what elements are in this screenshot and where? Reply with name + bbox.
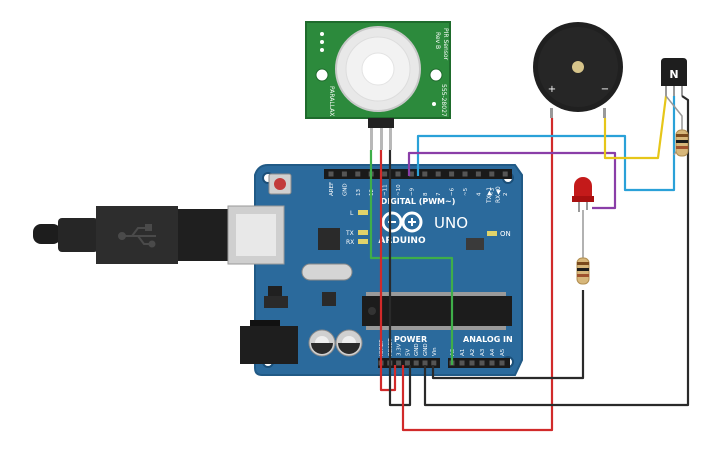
wire-red-pir	[379, 150, 397, 392]
wire-black-pir	[388, 150, 412, 407]
header-pin[interactable]	[462, 171, 468, 177]
pin-label: 2	[503, 193, 509, 197]
header-pin[interactable]	[404, 360, 410, 366]
tx1-label: TX▶1	[486, 187, 493, 204]
header-pin[interactable]	[459, 360, 465, 366]
usb-icon	[118, 224, 156, 248]
wire-black-transistor	[423, 95, 690, 407]
digital-pin-labels: AREF GND 13 12 ~11 ~10 ~9 8 7 ~6 ~5 4 ~3 2	[328, 171, 509, 197]
pin-label: 12	[369, 189, 375, 196]
header-pin[interactable]	[489, 360, 495, 366]
header-pin[interactable]	[479, 360, 485, 366]
on-label: ON	[500, 230, 511, 238]
pir-part-number: 555-28027	[440, 84, 447, 117]
arduino-brand: ARDUINO	[378, 236, 426, 246]
pin-label: ~3	[490, 187, 496, 196]
header-pin[interactable]	[431, 360, 437, 366]
piezo-buzzer: + −	[533, 22, 623, 118]
header-pin[interactable]	[499, 360, 505, 366]
header-pin[interactable]	[449, 171, 455, 177]
tx-label: TX	[345, 230, 354, 237]
digital-header-label: DIGITAL (PWM~)	[381, 197, 456, 206]
pin-label: GND	[414, 343, 420, 356]
header-pin[interactable]	[502, 171, 508, 177]
pin-label: ~10	[396, 184, 402, 196]
wire-black-led	[431, 290, 585, 380]
pin-label: AREF	[329, 182, 335, 196]
analog-in-label: ANALOG IN	[463, 335, 513, 344]
header-pin[interactable]	[422, 360, 428, 366]
header-pin[interactable]	[355, 171, 361, 177]
uno-label: UNO	[434, 214, 468, 232]
transistor-label: N	[669, 68, 678, 81]
wires	[369, 95, 690, 432]
wire-yellow	[603, 95, 668, 160]
pin-label: A5	[500, 348, 506, 356]
l-label: L	[350, 210, 354, 217]
pin-label: A1	[460, 349, 466, 356]
pin-label: 4	[476, 192, 482, 196]
header-pin[interactable]	[396, 360, 402, 366]
header-pin[interactable]	[382, 171, 388, 177]
arduino-board: AREF GND 13 12 ~11 ~10 ~9 8 7 ~6 ~5 4 ~3 2 DIGITAL (P…	[227, 164, 523, 376]
capacitors	[308, 329, 363, 357]
pin-label: Vin	[432, 347, 438, 356]
power-label: POWER	[394, 335, 427, 344]
pin-label: 3.3V	[397, 343, 403, 356]
pir-revision: Rev B	[434, 32, 441, 49]
pir-brand: PARALLAX	[328, 86, 335, 116]
pin-label: 13	[356, 189, 362, 196]
header-pin[interactable]	[341, 171, 347, 177]
header-pin[interactable]	[395, 171, 401, 177]
resistor-transistor	[675, 129, 689, 157]
pir-name: PIR Sensor	[442, 28, 449, 61]
dc-power-jack	[240, 326, 298, 364]
atmega-chip	[362, 296, 512, 326]
rx-label: RX	[346, 239, 354, 246]
crystal-oscillator	[301, 263, 353, 281]
header-pin[interactable]	[435, 171, 441, 177]
pin-label: ~5	[463, 187, 469, 196]
analog-header	[448, 358, 510, 368]
header-pin[interactable]	[328, 171, 334, 177]
wire-red-buzzer	[401, 118, 554, 432]
header-pin[interactable]	[489, 171, 495, 177]
wire-purple	[407, 151, 617, 210]
header-pin[interactable]	[422, 171, 428, 177]
pin-label: ~11	[383, 184, 389, 196]
pin-label: A3	[480, 348, 486, 356]
pin-label: ~6	[450, 187, 456, 196]
red-led	[572, 177, 594, 212]
pin-label: A4	[490, 348, 496, 356]
pin-label: ~9	[409, 187, 415, 196]
buzzer-minus: −	[601, 84, 609, 95]
header-pin[interactable]	[475, 171, 481, 177]
pin-label: GND	[423, 343, 429, 356]
buzzer-plus: +	[548, 84, 556, 95]
npn-transistor: N	[661, 58, 687, 96]
resistor-led	[576, 257, 590, 285]
pin-label: 5V	[405, 349, 411, 356]
rx0-label: RX◀0	[495, 186, 502, 203]
wire-blue	[416, 96, 676, 192]
header-pin[interactable]	[413, 360, 419, 366]
pir-sensor: PARALLAX PIR Sensor Rev B 555-28027	[305, 21, 451, 150]
pin-label: A2	[470, 349, 476, 356]
pin-label: GND	[342, 183, 348, 196]
wire-green	[369, 150, 454, 365]
pin-label: 7	[436, 192, 442, 196]
header-pin[interactable]	[408, 171, 414, 177]
pin-label: 8	[423, 192, 429, 196]
board-leds	[358, 210, 497, 244]
header-pin[interactable]	[469, 360, 475, 366]
